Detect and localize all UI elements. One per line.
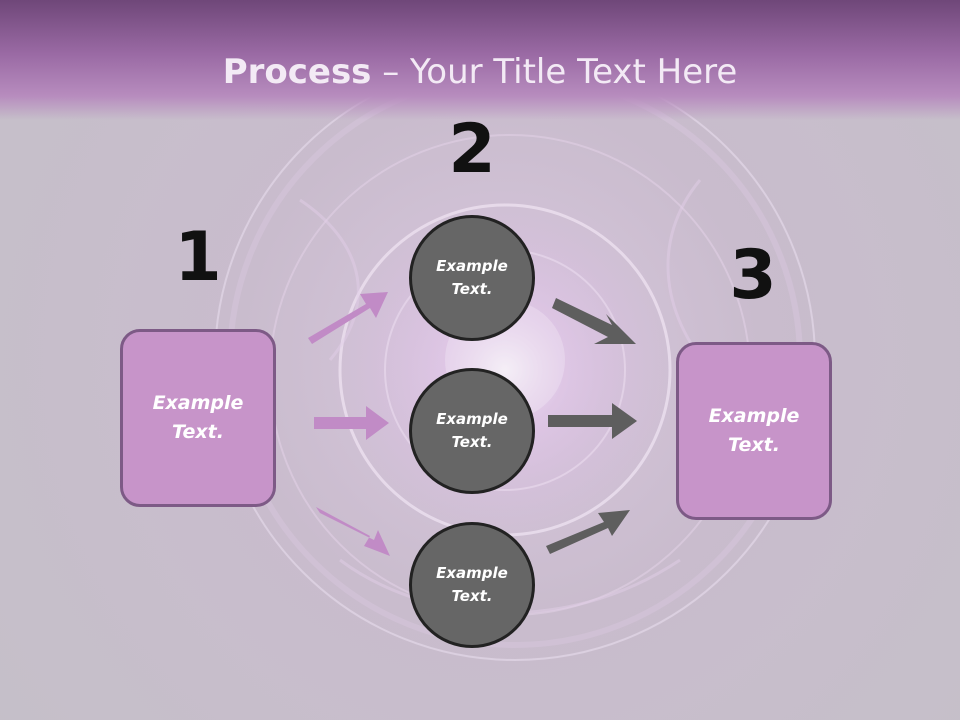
step-2-circle-1-label: Example Text. xyxy=(436,257,508,298)
step-2-circle-2-label: Example Text. xyxy=(436,410,508,451)
step-2-circle-3: Example Text. xyxy=(409,522,535,648)
arrow-1-to-top xyxy=(308,292,388,344)
step-number-1: 1 xyxy=(174,218,222,297)
title-bar xyxy=(0,0,960,120)
step-1-label: Example Text. xyxy=(152,392,244,443)
arrow-bottom-to-3 xyxy=(546,510,630,554)
step-2-circle-2: Example Text. xyxy=(409,368,535,494)
step-1-box: Example Text. xyxy=(120,329,276,507)
step-2-circle-1: Example Text. xyxy=(409,215,535,341)
arrow-1-to-middle xyxy=(314,406,389,440)
arrow-1-to-bottom xyxy=(316,507,390,556)
step-number-3: 3 xyxy=(729,236,777,315)
arrow-top-to-3 xyxy=(552,298,636,344)
arrow-middle-to-3 xyxy=(548,403,637,439)
step-3-label: Example Text. xyxy=(708,405,800,456)
step-3-box: Example Text. xyxy=(676,342,832,520)
step-2-circle-3-label: Example Text. xyxy=(436,564,508,605)
title-bold: Process xyxy=(222,52,372,92)
step-number-2: 2 xyxy=(448,110,496,189)
page-title: Process – Your Title Text Here xyxy=(0,52,960,92)
title-rest: – Your Title Text Here xyxy=(371,52,738,92)
